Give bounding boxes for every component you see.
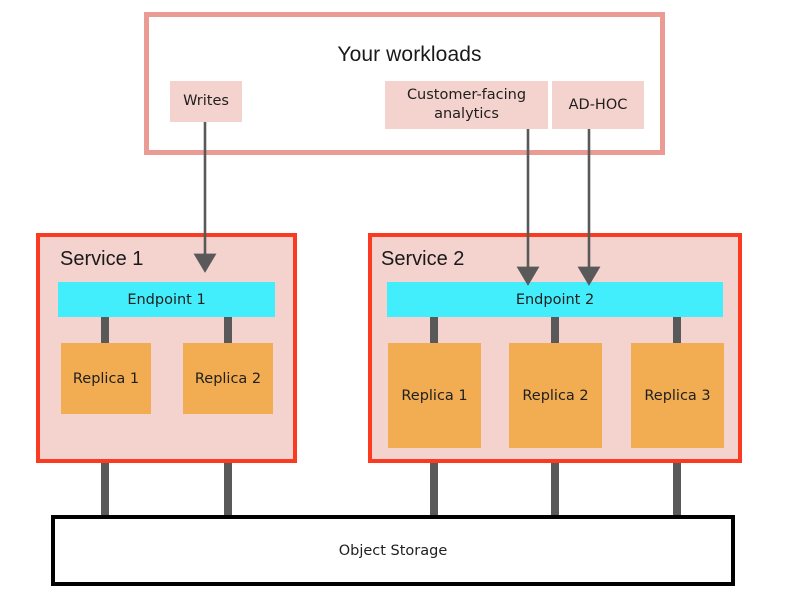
your-workloads-title: Your workloads [337,43,482,66]
pipe-s1-replica1-to-storage [101,414,109,519]
workload-chip-customer-facing-analytics[interactable]: Customer-facing analytics [385,81,548,129]
pipe-endpoint1-to-s1-replica2 [224,317,232,345]
endpoint-1[interactable]: Endpoint 1 [58,282,275,317]
pipe-endpoint1-to-s1-replica1 [101,317,109,345]
pipe-s2-replica2-to-storage [551,448,559,519]
workload-chip-writes[interactable]: Writes [170,81,242,122]
pipe-s2-replica1-to-storage [430,448,438,519]
pipe-s2-replica3-to-storage [673,448,681,519]
endpoint-2[interactable]: Endpoint 2 [387,282,723,317]
pipe-endpoint2-to-s2-replica1 [430,317,438,345]
pipe-endpoint2-to-s2-replica2 [551,317,559,345]
service-1-replica-1[interactable]: Replica 1 [61,343,151,414]
pipe-endpoint2-to-s2-replica3 [673,317,681,345]
service-2-title: Service 2 [381,248,465,270]
service-1-replica-2[interactable]: Replica 2 [183,343,273,414]
object-storage-box[interactable]: Object Storage [51,515,735,586]
pipe-s1-replica2-to-storage [224,414,232,519]
service-2-replica-1[interactable]: Replica 1 [388,343,481,448]
service-2-replica-2[interactable]: Replica 2 [509,343,602,448]
workload-chip-ad-hoc[interactable]: AD-HOC [552,81,644,129]
service-1-title: Service 1 [60,248,144,270]
service-2-replica-3[interactable]: Replica 3 [631,343,724,448]
